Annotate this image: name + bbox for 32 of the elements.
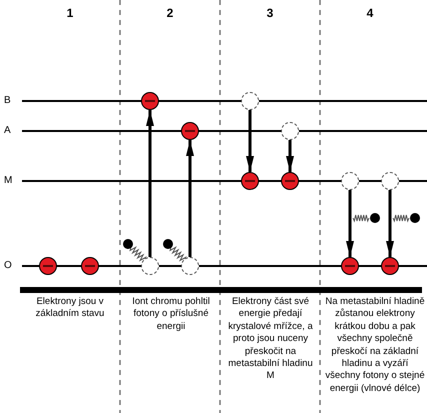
caption: Iont chromu pohltil fotony o příslušné energii bbox=[131, 296, 211, 334]
panel-number: 3 bbox=[266, 7, 274, 19]
electron bbox=[281, 172, 299, 190]
vacant-electron-position bbox=[381, 172, 399, 190]
vacant-electron-position bbox=[181, 257, 199, 275]
electron bbox=[81, 257, 99, 275]
transition-arrow bbox=[246, 110, 254, 172]
transition-arrow bbox=[146, 110, 154, 257]
level-label: M bbox=[4, 176, 12, 186]
electron bbox=[341, 257, 359, 275]
electron bbox=[39, 257, 57, 275]
caption: Elektrony část své energie předají krystalové mřížce, a proto jsou nuceny přeskočit na metastabilní hladinu M bbox=[227, 296, 314, 383]
level-label: B bbox=[4, 96, 11, 106]
electron bbox=[141, 92, 159, 110]
panel-number: 2 bbox=[166, 7, 174, 19]
transition-arrow bbox=[386, 190, 394, 257]
electron bbox=[241, 172, 259, 190]
level-label: O bbox=[4, 261, 12, 271]
vacant-electron-position bbox=[141, 257, 159, 275]
vacant-electron-position bbox=[241, 92, 259, 110]
electron bbox=[381, 257, 399, 275]
panel-number: 4 bbox=[366, 7, 374, 19]
vacant-electron-position bbox=[281, 122, 299, 140]
transition-arrow bbox=[186, 140, 194, 257]
vacant-electron-position bbox=[341, 172, 359, 190]
electron bbox=[181, 122, 199, 140]
caption: Na metastabilní hladině zůstanou elektrony krátkou dobu a pak všechny společně přeskočí na základní hladinu a vyzáří všechny fotony o stejné energii (vlnové délce) bbox=[324, 296, 426, 396]
caption: Elektrony jsou v základním stavu bbox=[34, 296, 106, 321]
panel-number: 1 bbox=[66, 7, 74, 19]
transition-arrow bbox=[346, 190, 354, 257]
transition-arrow bbox=[286, 140, 294, 172]
level-label: A bbox=[4, 126, 11, 136]
